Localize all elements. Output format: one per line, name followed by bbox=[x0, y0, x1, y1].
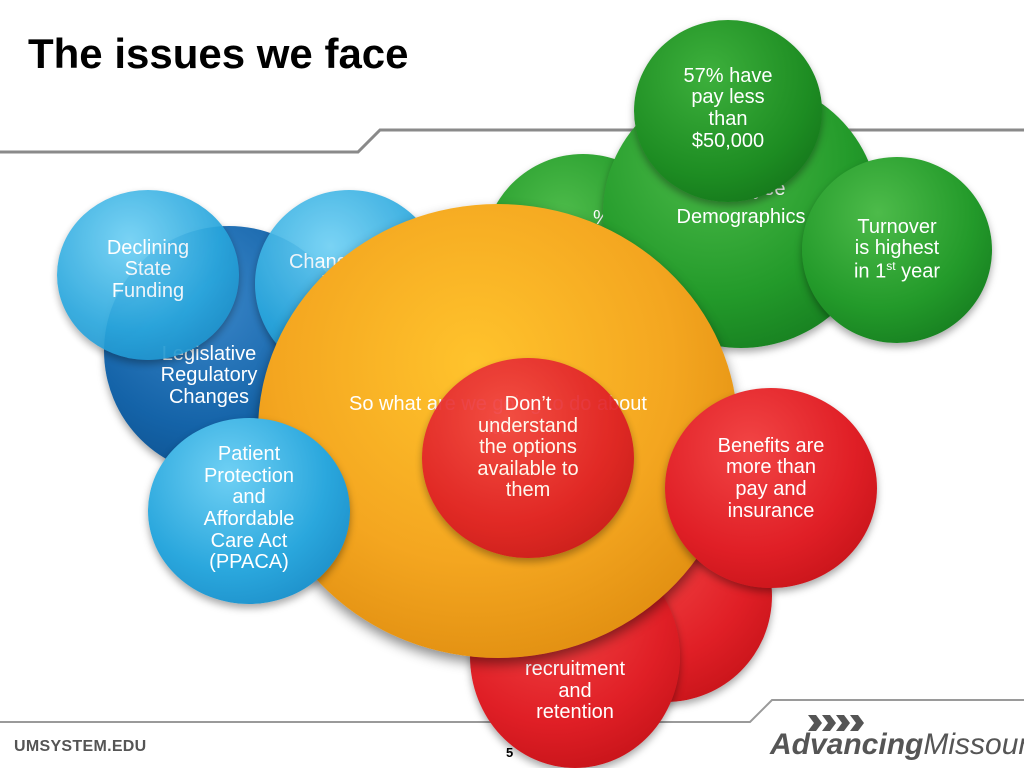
bubble-text: Don’t bbox=[504, 393, 552, 416]
bubble-text: and bbox=[558, 679, 592, 702]
bubble-text: understand bbox=[477, 414, 579, 437]
bubble-text: them bbox=[505, 479, 551, 502]
bubble-text: and bbox=[232, 486, 266, 509]
bubble-text: pay and bbox=[735, 478, 807, 500]
bubble-text: (PPACA) bbox=[209, 551, 289, 574]
bubble-ppaca: Patient Protection and Affordable Care A… bbox=[148, 418, 350, 604]
bubble-text: pay less bbox=[691, 86, 765, 109]
bubble-text: the options bbox=[479, 436, 577, 459]
bubble-dont-understand: Don’t understand the options available t… bbox=[422, 358, 634, 558]
bubble-text: than bbox=[708, 108, 748, 130]
bubble-benefits: Benefits are more than pay and insurance bbox=[665, 388, 877, 588]
bubble-text: Protection bbox=[203, 464, 295, 487]
bubble-text: Turnover bbox=[857, 215, 937, 238]
bubble-pay-less: 57% have pay less than $50,000 bbox=[634, 20, 822, 202]
bubble-text: available to bbox=[477, 457, 579, 480]
bubble-text: Benefits are bbox=[717, 434, 825, 457]
bubble-text: more than bbox=[725, 456, 817, 479]
footer-site: UMSYSTEM.EDU bbox=[14, 738, 147, 755]
bubble-text: $50,000 bbox=[691, 129, 765, 152]
bubble-text: Declining bbox=[106, 236, 190, 259]
page-number: 5 bbox=[506, 745, 514, 760]
bubble-text: Affordable bbox=[203, 508, 295, 530]
bubble-text: Changes bbox=[168, 385, 250, 408]
bubble-text: 57% have bbox=[683, 64, 773, 87]
bubble-declining-funding: Declining State Funding bbox=[57, 190, 239, 360]
bubble-text: Demographics bbox=[676, 206, 806, 228]
bubble-text: is highest bbox=[854, 237, 940, 260]
brand-bold: Advancing bbox=[770, 728, 924, 761]
bubble-text: Patient bbox=[217, 443, 281, 466]
bubble-text: in 1st year bbox=[853, 258, 941, 283]
page-title: The issues we face bbox=[28, 30, 409, 77]
bubble-text: recruitment bbox=[524, 658, 626, 681]
bubble-text: Regulatory bbox=[160, 364, 258, 387]
bubble-text: insurance bbox=[727, 499, 815, 522]
bubble-text: Care Act bbox=[210, 529, 288, 552]
chevron-arrows-icon bbox=[808, 715, 864, 731]
bubble-text: Funding bbox=[111, 279, 185, 302]
bubble-text: State bbox=[124, 258, 172, 281]
bubble-turnover: Turnover is highest in 1st year bbox=[802, 157, 992, 343]
bubble-text: retention bbox=[536, 701, 614, 724]
brand-logo: AdvancingMissouri bbox=[770, 728, 1024, 762]
brand-light: Missouri bbox=[923, 728, 1024, 761]
